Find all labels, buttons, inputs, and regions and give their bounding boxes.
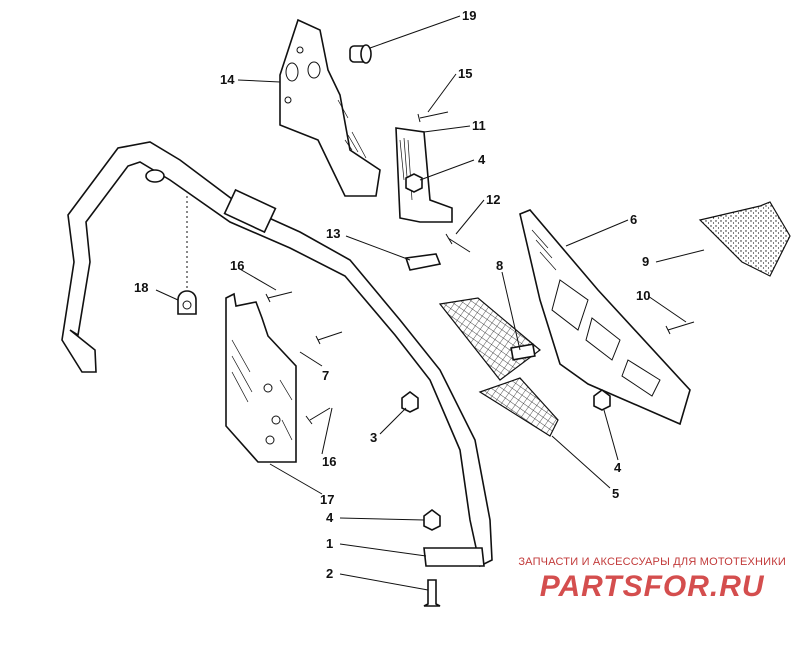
callout-13: 13 bbox=[326, 226, 340, 241]
screw-right bbox=[445, 233, 471, 253]
clip bbox=[404, 253, 442, 271]
callout-15: 15 bbox=[458, 66, 472, 81]
mesh-screen-lower bbox=[478, 377, 559, 437]
upper-mount-plate bbox=[279, 18, 381, 197]
callout-2: 2 bbox=[326, 566, 333, 581]
right-side-panel bbox=[519, 209, 691, 426]
callout-5: 5 bbox=[612, 486, 619, 501]
callout-16-lower: 16 bbox=[322, 454, 336, 469]
callout-4-lower: 4 bbox=[326, 510, 334, 525]
bolt-lower bbox=[423, 579, 441, 607]
nut-3 bbox=[401, 391, 419, 413]
clamp bbox=[177, 290, 197, 315]
callout-4-right: 4 bbox=[614, 460, 622, 475]
nut-right bbox=[593, 389, 611, 411]
watermark-tagline: ЗАПЧАСТИ И АКСЕССУАРЫ ДЛЯ МОТОТЕХНИКИ bbox=[518, 556, 786, 568]
callout-7: 7 bbox=[322, 368, 329, 383]
callout-3: 3 bbox=[370, 430, 377, 445]
foam-block bbox=[698, 201, 791, 277]
leader-lines bbox=[155, 15, 705, 591]
left-panel bbox=[225, 292, 297, 463]
bumper-bar bbox=[61, 141, 493, 568]
callout-9: 9 bbox=[642, 254, 649, 269]
callout-labels: 19 14 15 11 4 12 13 6 9 8 16 18 10 7 3 1… bbox=[134, 8, 650, 581]
mesh-screen-upper bbox=[438, 297, 541, 381]
callout-6: 6 bbox=[630, 212, 637, 227]
callout-18: 18 bbox=[134, 280, 148, 295]
callout-12: 12 bbox=[486, 192, 500, 207]
screw-7 bbox=[315, 331, 343, 345]
callout-17: 17 bbox=[320, 492, 334, 507]
screw-16-upper bbox=[265, 291, 293, 303]
bracket bbox=[395, 127, 453, 223]
watermark: ЗАПЧАСТИ И АКСЕССУАРЫ ДЛЯ МОТОТЕХНИКИ PA… bbox=[518, 556, 786, 604]
callout-11: 11 bbox=[472, 118, 486, 133]
callout-14: 14 bbox=[220, 72, 235, 87]
watermark-logo: PARTSFOR.RU bbox=[539, 570, 765, 603]
small-bracket bbox=[510, 343, 536, 361]
callout-16-upper: 16 bbox=[230, 258, 244, 273]
grommet bbox=[349, 44, 372, 64]
screw-10 bbox=[665, 321, 695, 335]
callout-4-upper: 4 bbox=[478, 152, 486, 167]
nut-lower bbox=[423, 509, 441, 531]
screw-16-lower bbox=[305, 407, 331, 425]
nut-upper bbox=[405, 173, 423, 193]
screw-upper bbox=[417, 111, 449, 123]
callout-19: 19 bbox=[462, 8, 476, 23]
callout-10: 10 bbox=[636, 288, 650, 303]
callout-8: 8 bbox=[496, 258, 503, 273]
callout-1: 1 bbox=[326, 536, 333, 551]
